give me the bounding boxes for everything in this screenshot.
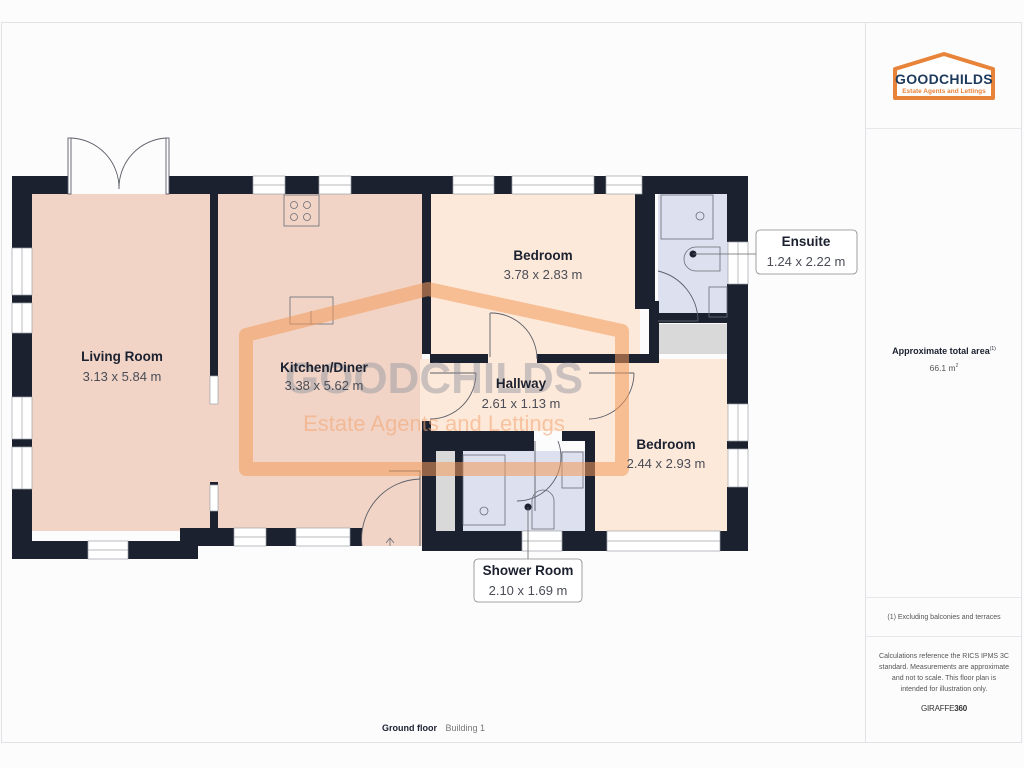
ensuite-basin-icon bbox=[708, 286, 728, 318]
floor-name: Ground floor bbox=[381, 723, 437, 733]
svg-text:GOODCHILDS: GOODCHILDS bbox=[285, 354, 583, 403]
room-name-hallway: Hallway bbox=[496, 376, 547, 391]
floor-plan-area: GOODCHILDS Estate Agents and Lettings Li… bbox=[2, 23, 865, 742]
brand-tagline: Estate Agents and Lettings bbox=[902, 87, 986, 95]
doors bbox=[67, 137, 699, 547]
floorplan-sheet: GOODCHILDS Estate Agents and Lettings Li… bbox=[1, 22, 1022, 743]
svg-text:Shower Room: Shower Room bbox=[483, 563, 574, 578]
shower-room-toilet-icon bbox=[531, 489, 555, 530]
floor-plan-drawing: GOODCHILDS Estate Agents and Lettings Li… bbox=[11, 137, 858, 603]
svg-text:Estate Agents and Lettings: Estate Agents and Lettings bbox=[303, 411, 565, 436]
room-labels: Living Room 3.13 x 5.84 m Kitchen/Diner … bbox=[81, 248, 705, 471]
shower-tray-icon bbox=[462, 454, 506, 526]
shower-room-callout: Shower Room 2.10 x 1.69 m bbox=[473, 503, 583, 603]
ensuite-toilet-icon bbox=[683, 246, 721, 272]
building-name: Building 1 bbox=[445, 723, 486, 733]
area-section: Approximate total area(1) 66.1 m2 bbox=[866, 129, 1022, 598]
area-footnote: (1) Excluding balconies and terraces bbox=[887, 613, 1001, 621]
floor-label: Ground floor Building 1 bbox=[2, 723, 865, 733]
svg-text:Ensuite: Ensuite bbox=[782, 234, 831, 249]
disclaimer-section: Calculations reference the RICS IPMS 3C … bbox=[866, 637, 1022, 742]
fixtures bbox=[283, 194, 728, 546]
room-dims-kitchen: 3.38 x 5.62 m bbox=[285, 378, 364, 393]
room-dims-hallway: 2.61 x 1.13 m bbox=[482, 396, 561, 411]
provider-logo: GIRAFFE360 bbox=[920, 704, 968, 713]
walls bbox=[12, 176, 748, 559]
hob-icon bbox=[283, 194, 320, 227]
house-outline-icon bbox=[893, 51, 995, 100]
disclaimer-text: Calculations reference the RICS IPMS 3C … bbox=[879, 653, 1009, 693]
area-title: Approximate total area(1) bbox=[892, 345, 996, 356]
logo-section: GOODCHILDS Estate Agents and Lettings bbox=[866, 23, 1022, 129]
watermark: GOODCHILDS Estate Agents and Lettings bbox=[239, 282, 629, 476]
room-dims-bedroom-1: 3.78 x 2.83 m bbox=[504, 267, 583, 282]
brand-name: GOODCHILDS bbox=[895, 70, 993, 87]
ensuite-shower-icon bbox=[660, 194, 714, 240]
room-dims-bedroom-2: 2.44 x 2.93 m bbox=[627, 456, 706, 471]
brand-logo: GOODCHILDS Estate Agents and Lettings bbox=[892, 51, 996, 101]
svg-text:1.24 x 2.22 m: 1.24 x 2.22 m bbox=[767, 254, 846, 269]
room-name-kitchen: Kitchen/Diner bbox=[280, 360, 369, 375]
footnote-section: (1) Excluding balconies and terraces bbox=[866, 598, 1022, 637]
area-value: 66.1 m2 bbox=[929, 362, 959, 373]
room-name-bedroom-2: Bedroom bbox=[636, 437, 695, 452]
room-name-living: Living Room bbox=[81, 349, 163, 364]
ensuite-callout: Ensuite 1.24 x 2.22 m bbox=[689, 229, 858, 275]
windows bbox=[11, 175, 749, 560]
room-name-bedroom-1: Bedroom bbox=[513, 248, 572, 263]
info-panel: GOODCHILDS Estate Agents and Lettings Ap… bbox=[865, 23, 1022, 742]
room-dims-living: 3.13 x 5.84 m bbox=[83, 369, 162, 384]
entrance-arrow-icon bbox=[385, 537, 395, 544]
svg-text:2.10 x 1.69 m: 2.10 x 1.69 m bbox=[489, 583, 568, 598]
